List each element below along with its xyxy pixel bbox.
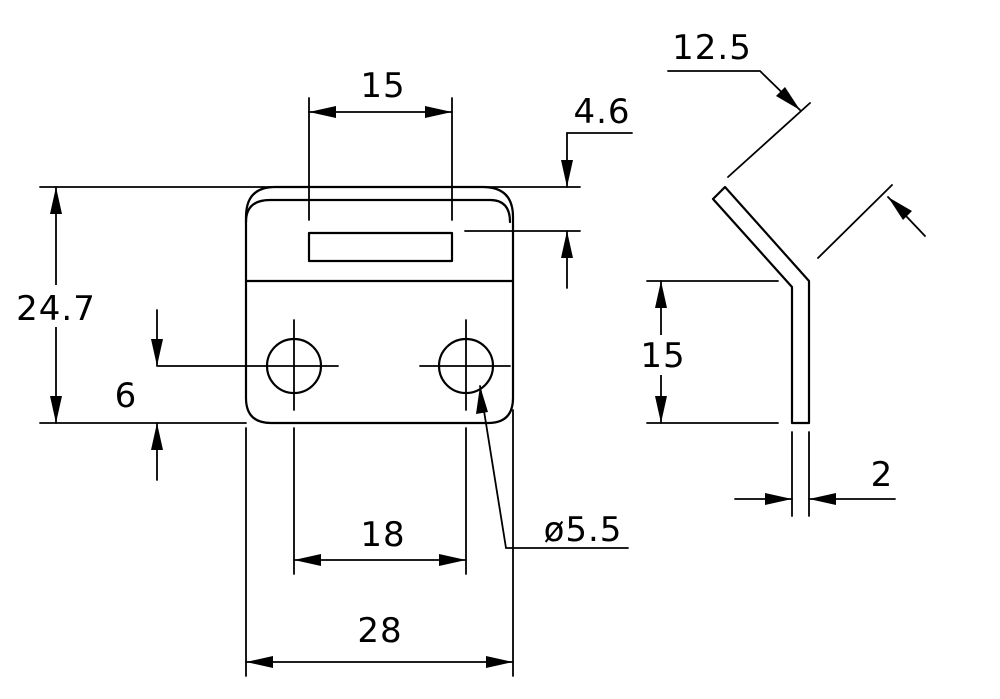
dim-slot-offset-label: 4.6 bbox=[573, 92, 630, 132]
dim-side-height-label: 15 bbox=[640, 336, 685, 376]
dim-thickness: 2 bbox=[734, 431, 896, 517]
front-view bbox=[157, 185, 515, 425]
dim-flange-length-label: 12.5 bbox=[672, 28, 752, 68]
dim-slot-width: 15 bbox=[308, 66, 453, 221]
dim-hole-diameter: ø5.5 bbox=[476, 385, 629, 550]
bracket-outline bbox=[244, 185, 515, 425]
dim-side-height: 15 bbox=[636, 280, 779, 424]
dim-overall-height-label: 24.7 bbox=[16, 289, 96, 329]
dim-hole-spacing-label: 18 bbox=[360, 515, 405, 555]
dim-overall-height: 24.7 bbox=[4, 186, 263, 424]
dim-hole-diameter-label: ø5.5 bbox=[544, 510, 623, 550]
dim-overall-width: 28 bbox=[245, 409, 514, 677]
dim-slot-offset: 4.6 bbox=[261, 92, 633, 289]
dim-hole-offset: 6 bbox=[115, 309, 163, 481]
dim-thickness-label: 2 bbox=[871, 455, 894, 495]
dim-hole-offset-label: 6 bbox=[115, 376, 138, 416]
dim-hole-spacing: 18 bbox=[293, 427, 467, 575]
side-view bbox=[711, 185, 811, 425]
dim-overall-width-label: 28 bbox=[357, 611, 402, 651]
side-profile bbox=[711, 185, 811, 425]
dim-slot-width-label: 15 bbox=[360, 66, 405, 106]
bracket-bend-edge bbox=[244, 198, 512, 224]
bracket-slot bbox=[307, 231, 454, 263]
dim-flange-length: 12.5 bbox=[667, 28, 926, 259]
